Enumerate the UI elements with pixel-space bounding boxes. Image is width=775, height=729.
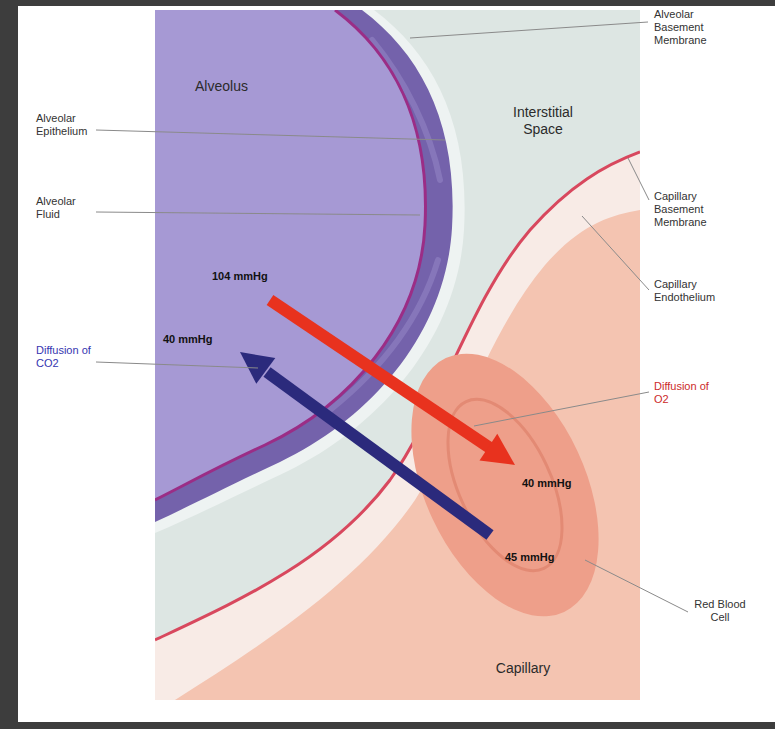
region-name-box: Interstitial Space xyxy=(498,104,588,138)
leader-line xyxy=(582,216,649,290)
leader-line xyxy=(96,362,258,368)
process-name-box: Diffusion of CO2 xyxy=(36,344,92,370)
part-name-box: Capillary Basement Membrane xyxy=(654,190,734,230)
region-name-box: Capillary xyxy=(478,660,568,677)
pressure-value: 40 mmHg xyxy=(522,477,572,490)
region-name: Capillary xyxy=(478,660,568,677)
pressure-value-box: 40 mmHg xyxy=(522,477,572,490)
tissue-illustration xyxy=(155,10,640,700)
part-name-box: Alveolar Fluid xyxy=(36,195,92,221)
leader-line xyxy=(585,560,688,612)
part-name-box: Capillary Endothelium xyxy=(654,278,734,304)
pressure-value-box: 40 mmHg xyxy=(163,333,213,346)
process-name-box: Diffusion of O2 xyxy=(654,380,714,406)
alveolus xyxy=(155,10,425,500)
slide-panel xyxy=(18,6,775,722)
capillary xyxy=(175,210,640,700)
oxygen-arrow-shaft xyxy=(270,300,490,448)
leader-line xyxy=(628,158,649,200)
process-name: Diffusion of O2 xyxy=(654,380,714,406)
part-name-box: Alveolar Epithelium xyxy=(36,112,92,138)
part-name: Alveolar Epithelium xyxy=(36,112,92,138)
leader-lines xyxy=(96,22,688,612)
leader-line xyxy=(96,212,420,215)
region-name: Interstitial Space xyxy=(498,104,588,138)
part-name: Alveolar Fluid xyxy=(36,195,92,221)
leader-line xyxy=(410,22,648,38)
pressure-value-box: 104 mmHg xyxy=(212,270,268,283)
alveolar-fluid-line xyxy=(155,10,425,500)
part-name-box: Alveolar Basement Membrane xyxy=(654,8,734,48)
carbon-dioxide-arrow-shaft xyxy=(267,372,490,535)
pressure-value: 40 mmHg xyxy=(163,333,213,346)
part-name: Capillary Endothelium xyxy=(654,278,734,304)
pressure-value-box: 45 mmHg xyxy=(505,551,555,564)
diffusion-arrows xyxy=(240,300,515,535)
region-name: Alveolus xyxy=(195,78,285,95)
pressure-value: 45 mmHg xyxy=(505,551,555,564)
interstitial-space xyxy=(155,10,640,700)
part-name: Alveolar Basement Membrane xyxy=(654,8,734,48)
region-name-box: Alveolus xyxy=(195,78,285,95)
capillary-endothelium xyxy=(155,152,640,700)
leader-line xyxy=(474,392,649,426)
process-name: Diffusion of CO2 xyxy=(36,344,92,370)
leader-line xyxy=(96,130,445,140)
part-name: Capillary Basement Membrane xyxy=(654,190,734,230)
alveolar-epithelium xyxy=(155,10,453,522)
oxygen-arrow-head xyxy=(480,434,516,465)
part-name: Red Blood Cell xyxy=(690,598,750,624)
pressure-value: 104 mmHg xyxy=(212,270,268,283)
part-name-box: Red Blood Cell xyxy=(690,598,750,624)
